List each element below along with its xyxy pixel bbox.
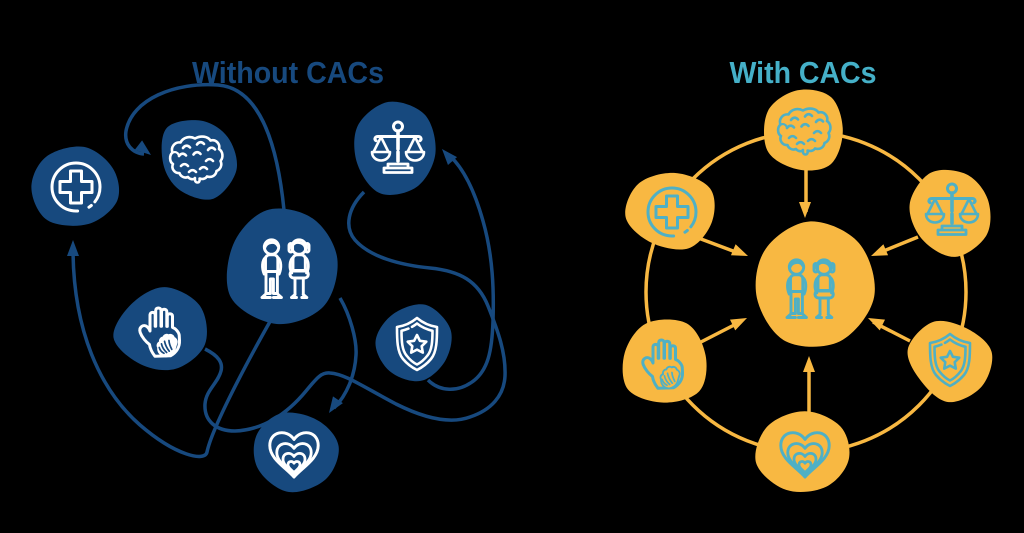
svg-text:With CACs: With CACs bbox=[730, 55, 877, 90]
